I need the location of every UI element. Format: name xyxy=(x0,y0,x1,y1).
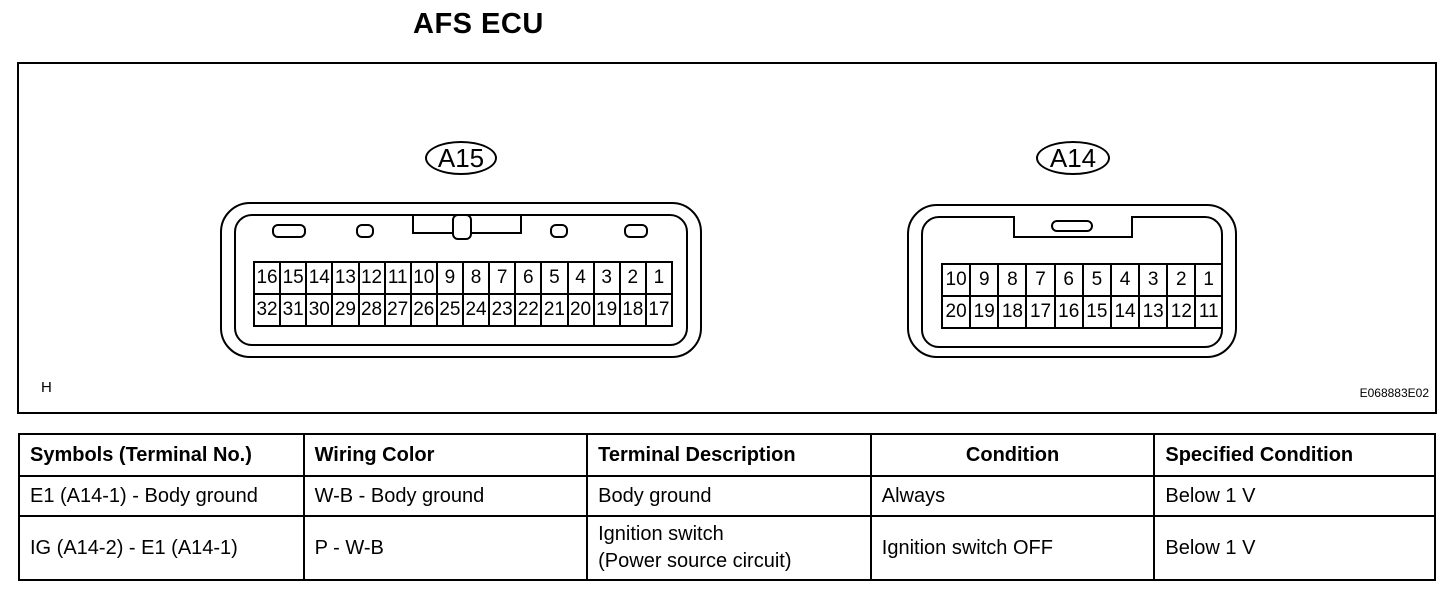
pin-terminal: 32 xyxy=(252,293,282,327)
pin-terminal: 16 xyxy=(252,261,282,295)
corner-code-left: H xyxy=(41,379,52,396)
table-row: IG (A14-2) - E1 (A14-1) P - W-B Ignition… xyxy=(18,515,1436,581)
pin-terminal: 12 xyxy=(1166,295,1197,329)
connector-a14-latch-center xyxy=(1051,220,1093,232)
pin-terminal: 15 xyxy=(1081,295,1112,329)
connector-label-a14: A14 xyxy=(1036,141,1110,175)
cell-terminal-description: Body ground xyxy=(586,475,872,517)
pin-terminal: 24 xyxy=(461,293,491,327)
connector-a15-latch-center xyxy=(452,214,472,240)
pin-terminal: 10 xyxy=(940,263,972,297)
pin-terminal: 5 xyxy=(540,261,569,295)
pin-terminal: 31 xyxy=(279,293,308,327)
cell-specified-condition: Below 1 V xyxy=(1153,515,1436,581)
pin-terminal: 13 xyxy=(331,261,360,295)
pin-terminal: 2 xyxy=(1166,263,1197,297)
pin-terminal: 9 xyxy=(435,261,465,295)
cell-condition: Always xyxy=(869,475,1156,517)
connector-a15-key xyxy=(356,224,374,238)
pin-terminal: 14 xyxy=(1109,295,1141,329)
pin-terminal: 6 xyxy=(1053,263,1084,297)
table-row: E1 (A14-1) - Body ground W-B - Body grou… xyxy=(18,475,1436,517)
pin-terminal: 12 xyxy=(357,261,386,295)
pin-terminal: 26 xyxy=(409,293,438,327)
col-header-wiring-color: Wiring Color xyxy=(302,433,589,477)
terminal-spec-table: Symbols (Terminal No.) Wiring Color Term… xyxy=(18,433,1436,581)
pin-terminal: 10 xyxy=(409,261,438,295)
pin-terminal: 5 xyxy=(1081,263,1112,297)
pin-terminal: 6 xyxy=(514,261,543,295)
pin-terminal: 3 xyxy=(1138,263,1169,297)
cell-condition: Ignition switch OFF xyxy=(869,515,1156,581)
pin-terminal: 7 xyxy=(488,261,517,295)
cell-terminal-description: Ignition switch (Power source circuit) xyxy=(586,515,872,581)
pin-terminal: 18 xyxy=(618,293,647,327)
pin-terminal: 25 xyxy=(435,293,465,327)
pin-terminal: 19 xyxy=(592,293,621,327)
pin-terminal: 20 xyxy=(566,293,595,327)
pin-terminal: 1 xyxy=(1194,263,1223,297)
col-header-condition: Condition xyxy=(869,433,1156,477)
page-title: AFS ECU xyxy=(413,8,544,40)
pin-terminal: 28 xyxy=(357,293,386,327)
col-header-symbols: Symbols (Terminal No.) xyxy=(18,433,305,477)
connector-a15-key xyxy=(272,224,306,238)
cell-specified-condition: Below 1 V xyxy=(1153,475,1436,517)
pin-terminal: 2 xyxy=(618,261,647,295)
pin-terminal: 30 xyxy=(305,293,334,327)
table-header-row: Symbols (Terminal No.) Wiring Color Term… xyxy=(18,433,1436,477)
col-header-specified-condition: Specified Condition xyxy=(1153,433,1436,477)
pin-terminal: 27 xyxy=(383,293,412,327)
col-header-terminal-description: Terminal Description xyxy=(586,433,872,477)
pin-terminal: 15 xyxy=(279,261,308,295)
cell-wiring-color: P - W-B xyxy=(302,515,589,581)
pin-terminal: 23 xyxy=(488,293,517,327)
pin-terminal: 17 xyxy=(644,293,674,327)
pin-terminal: 7 xyxy=(1025,263,1056,297)
pin-terminal: 22 xyxy=(514,293,543,327)
cell-wiring-color: W-B - Body ground xyxy=(302,475,589,517)
pin-terminal: 17 xyxy=(1025,295,1056,329)
pin-terminal: 29 xyxy=(331,293,360,327)
pin-terminal: 9 xyxy=(969,263,1000,297)
figure-id: E068883E02 xyxy=(1359,386,1429,400)
connector-label-a15: A15 xyxy=(425,141,497,175)
cell-symbols: IG (A14-2) - E1 (A14-1) xyxy=(18,515,305,581)
pin-terminal: 21 xyxy=(540,293,569,327)
connector-a15-key xyxy=(550,224,568,238)
pin-terminal: 18 xyxy=(997,295,1028,329)
pin-terminal: 11 xyxy=(383,261,412,295)
pin-terminal: 11 xyxy=(1194,295,1223,329)
pin-terminal: 4 xyxy=(1109,263,1141,297)
pin-terminal: 13 xyxy=(1138,295,1169,329)
pin-terminal: 4 xyxy=(566,261,595,295)
pin-terminal: 16 xyxy=(1053,295,1084,329)
connector-a15-key xyxy=(624,224,648,238)
pin-terminal: 3 xyxy=(592,261,621,295)
pin-terminal: 8 xyxy=(997,263,1028,297)
pin-terminal: 1 xyxy=(644,261,674,295)
pin-terminal: 19 xyxy=(969,295,1000,329)
pin-terminal: 14 xyxy=(305,261,334,295)
cell-symbols: E1 (A14-1) - Body ground xyxy=(18,475,305,517)
pin-terminal: 8 xyxy=(461,261,491,295)
pin-terminal: 20 xyxy=(940,295,972,329)
